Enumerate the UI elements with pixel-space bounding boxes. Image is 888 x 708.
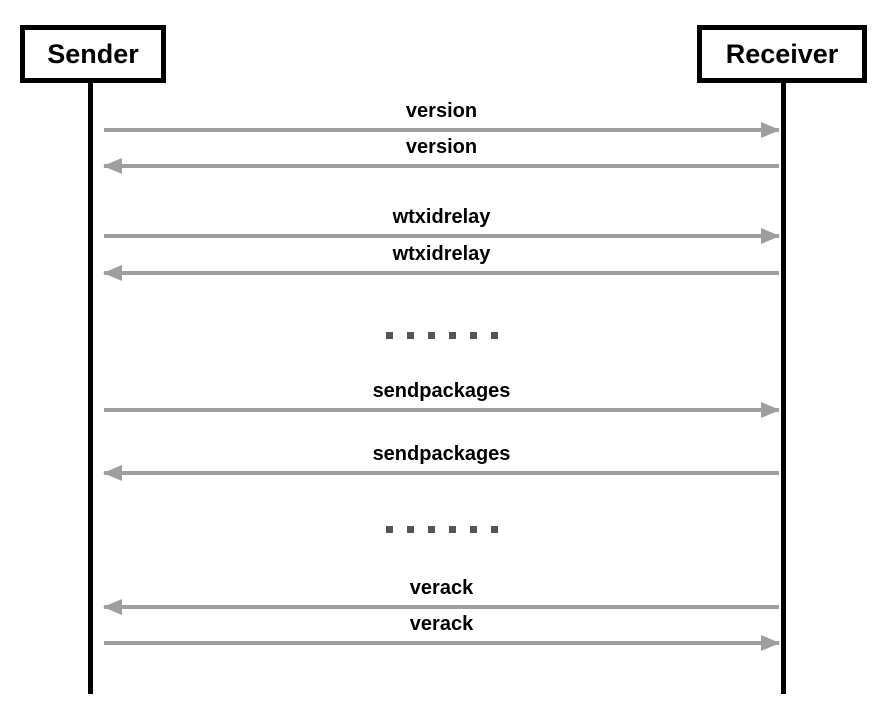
ellipsis-row — [104, 525, 779, 533]
message-label: wtxidrelay — [392, 206, 491, 228]
message-line — [104, 471, 779, 475]
ellipsis-dot — [490, 331, 498, 339]
message-line — [104, 641, 779, 645]
message-label: version — [405, 100, 478, 122]
ellipsis-dot — [406, 331, 414, 339]
arrowhead-right-icon — [761, 635, 780, 651]
message-line — [104, 605, 779, 609]
message-line — [104, 271, 779, 275]
ellipsis-dot — [385, 525, 393, 533]
message-line — [104, 234, 779, 238]
ellipsis-dot — [448, 331, 456, 339]
message-label: wtxidrelay — [392, 243, 491, 265]
arrowhead-left-icon — [103, 158, 122, 174]
message-line — [104, 408, 779, 412]
arrowhead-left-icon — [103, 265, 122, 281]
message-label: sendpackages — [372, 443, 511, 465]
ellipsis-dot — [490, 525, 498, 533]
ellipsis-dot — [385, 331, 393, 339]
participant-label-receiver: Receiver — [725, 38, 839, 69]
participant-box-sender[interactable]: Sender — [20, 25, 166, 83]
participant-box-receiver[interactable]: Receiver — [697, 25, 867, 83]
ellipsis-dot — [469, 525, 477, 533]
message-line — [104, 128, 779, 132]
participant-label-sender: Sender — [47, 38, 139, 69]
ellipsis-dot — [427, 525, 435, 533]
message-label: sendpackages — [372, 380, 511, 402]
arrowhead-left-icon — [103, 599, 122, 615]
lifeline-receiver — [781, 80, 786, 694]
arrowhead-right-icon — [761, 122, 780, 138]
arrowhead-left-icon — [103, 465, 122, 481]
lifeline-sender — [88, 80, 93, 694]
ellipsis-dot — [469, 331, 477, 339]
message-label: verack — [409, 613, 474, 635]
arrowhead-right-icon — [761, 402, 780, 418]
ellipsis-dot — [427, 331, 435, 339]
message-label: verack — [409, 577, 474, 599]
message-line — [104, 164, 779, 168]
message-label: version — [405, 136, 478, 158]
ellipsis-row — [104, 331, 779, 339]
ellipsis-dot — [448, 525, 456, 533]
ellipsis-dot — [406, 525, 414, 533]
arrowhead-right-icon — [761, 228, 780, 244]
